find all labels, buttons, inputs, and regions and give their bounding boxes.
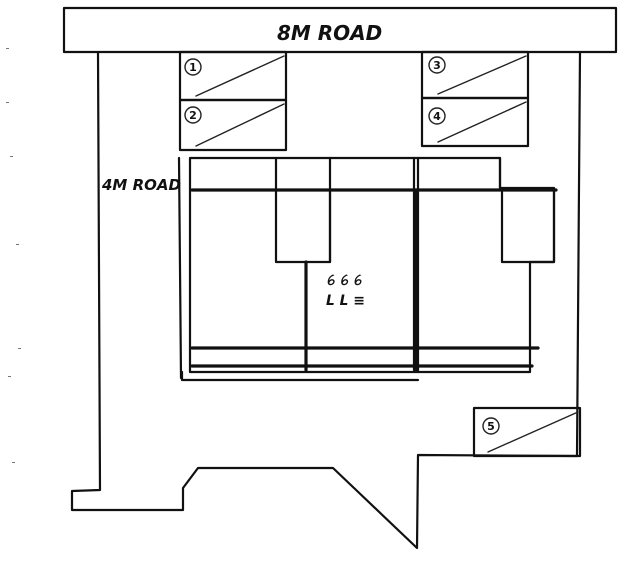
slot-number-1: 1 — [189, 61, 197, 74]
margin-ticks — [6, 48, 21, 463]
shaft-right — [500, 188, 556, 264]
parking-slot-4: 4 — [420, 96, 530, 148]
shaft-left — [274, 188, 332, 264]
center-mark-top: ꕃ ꕃ ꕃ — [326, 273, 362, 289]
road-8m-band — [62, 6, 618, 54]
slot-number-5: 5 — [487, 420, 495, 433]
slot-number-4: 4 — [433, 110, 441, 123]
site-boundary — [70, 50, 582, 550]
parking-slot-5: 5 — [472, 406, 582, 458]
road-4m-label: 4M ROAD — [101, 176, 181, 194]
parking-slot-1: 1 — [178, 50, 288, 102]
slot-number-3: 3 — [433, 59, 441, 72]
parking-slot-3: 3 — [420, 50, 530, 100]
building-plan: ꕃ ꕃ ꕃ ᒪ ᒪ ≡ — [180, 156, 558, 382]
road-4m-edge — [177, 156, 183, 380]
slot-number-2: 2 — [189, 109, 197, 122]
center-mark-bottom: ᒪ ᒪ ≡ — [326, 293, 365, 309]
parking-slot-2: 2 — [178, 98, 288, 152]
building-plinth-line — [180, 370, 420, 382]
road-8m-label: 8M ROAD — [277, 21, 382, 45]
